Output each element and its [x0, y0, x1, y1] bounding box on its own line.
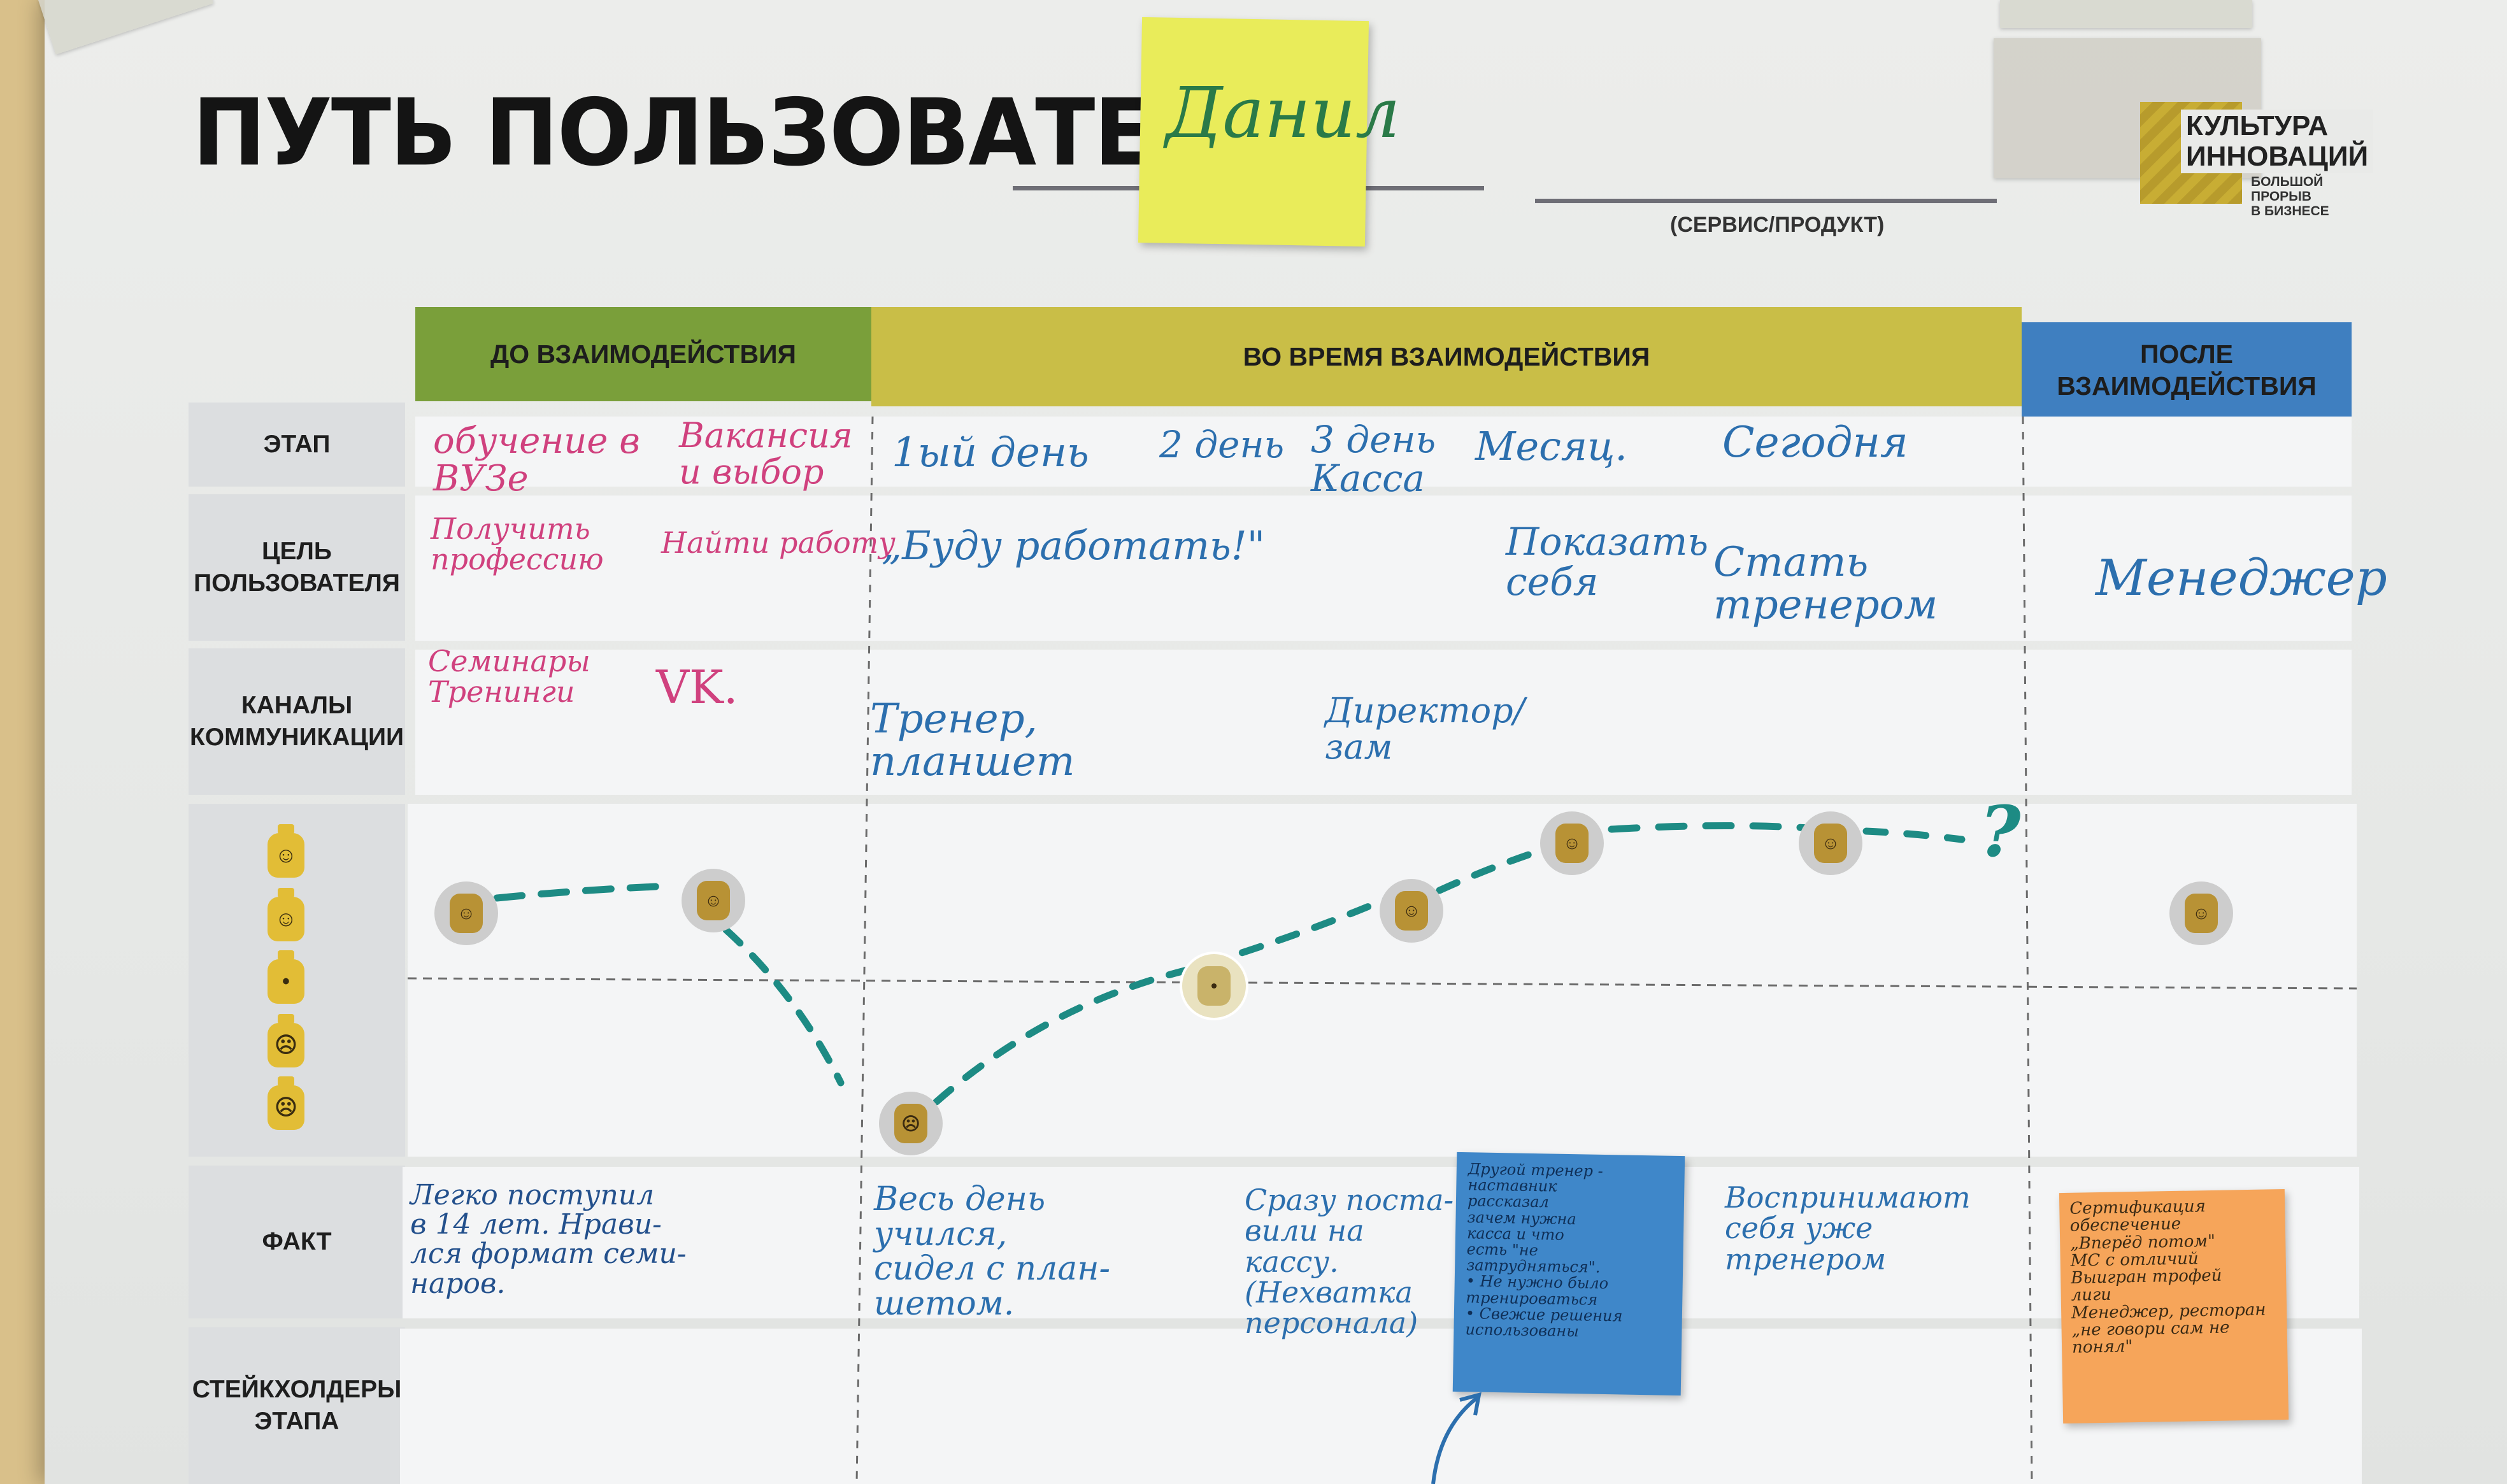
fact-note-1: Легко поступил в 14 лет. Нрави- лся форм… [410, 1179, 687, 1300]
row-goal-cells [415, 496, 2352, 641]
row-stakeholder-cells [400, 1329, 2362, 1484]
phase-during: ВО ВРЕМЯ ВЗАИМОДЕЙСТВИЯ [871, 307, 2022, 406]
sticky-note-orange-text: Сертификация обеспечение „Вперёд потом" … [2069, 1197, 2266, 1358]
channel-note-4: Директор/ зам [1325, 690, 1525, 767]
page-title: ПУТЬ ПОЛЬЗОВАТЕЛЯ [192, 78, 1292, 187]
emotion-scale-angry-icon: ☹ [268, 1076, 304, 1130]
logo-title: КУЛЬТУРА ИННОВАЦИЙ [2181, 110, 2374, 173]
sticky-note-blue: Другой тренер - наставник рассказал заче… [1452, 1152, 1685, 1396]
service-caption: (СЕРВИС/ПРОДУКТ) [1670, 213, 1885, 237]
emotion-point-6: ☺ [1540, 811, 1604, 875]
row-label-fact: ФАКТ [189, 1166, 405, 1318]
row-label-stakeholders: СТЕЙКХОЛДЕРЫ ЭТАПА [189, 1327, 405, 1484]
emotion-point-7: ☺ [1799, 811, 1862, 875]
fact-note-2: Весь день учился, сидел с план- шетом. [874, 1180, 1111, 1323]
emotion-point-4: • [1180, 952, 1248, 1020]
stage-note-6: Месяц. [1475, 423, 1627, 469]
emotion-scale-happy-icon: ☺ [268, 888, 304, 941]
sticky-note-orange: Сертификация обеспечение „Вперёд потом" … [2059, 1188, 2289, 1424]
stage-note-2: Вакансия и выбор [679, 415, 853, 492]
fact-note-3: Сразу поста- вили на кассу. (Нехватка пе… [1245, 1183, 1454, 1341]
arrow-up-icon [1431, 1392, 1482, 1484]
fact-note-4: Воспринимают себя уже тренером [1725, 1180, 1971, 1276]
logo-subtitle: БОЛЬШОЙ ПРОРЫВ В БИЗНЕСЕ [2251, 175, 2329, 218]
emotion-point-3: ☹ [879, 1092, 943, 1155]
goal-note-3: „Буду работать!" [882, 522, 1266, 569]
row-stage-cells [415, 417, 2352, 487]
sticky-note-blue-text: Другой тренер - наставник рассказал заче… [1465, 1160, 1623, 1341]
phase-before: ДО ВЗАИМОДЕЙСТВИЯ [415, 307, 871, 401]
goal-note-6: Менеджер [2096, 550, 2387, 607]
goal-note-2: Найти работу [661, 525, 896, 560]
stage-note-1: обучение в ВУЗе [433, 420, 640, 499]
stage-note-3: 1ый день [892, 429, 1089, 476]
goal-note-1: Получить профессию [431, 511, 604, 577]
goal-note-4: Показать себя [1506, 520, 1709, 604]
emotion-scale-sad-icon: ☹ [268, 1014, 304, 1067]
user-name-text: Данил [1166, 72, 1401, 153]
emotion-scale-neutral-icon: • [268, 950, 304, 1004]
stage-note-5: 3 день Касса [1311, 418, 1436, 500]
emotion-point-1: ☺ [434, 881, 498, 945]
goal-note-5: Стать тренером [1713, 539, 1938, 629]
row-fact-cells [403, 1167, 2359, 1318]
row-label-channels: КАНАЛЫ КОММУНИКАЦИИ [189, 648, 405, 795]
question-mark: ? [1980, 790, 2021, 873]
row-label-stage: ЭТАП [189, 403, 405, 487]
channel-note-1: Семинары Тренинги [428, 644, 590, 710]
tape-top-right [2000, 0, 2252, 28]
emotion-point-8: ☺ [2169, 881, 2233, 945]
phase-after: ПОСЛЕ ВЗАИМОДЕЙСТВИЯ [2022, 322, 2352, 418]
channel-note-2: VK. [656, 660, 738, 714]
emotion-scale-very-happy-icon: ☺ [268, 824, 304, 878]
stage-note-7: Сегодня [1722, 418, 1908, 467]
emotion-point-2: ☺ [682, 869, 745, 932]
stage-note-4: 2 день [1159, 423, 1285, 466]
service-line [1535, 199, 1997, 203]
row-channel-cells [415, 650, 2352, 795]
channel-note-3: Тренер, планшет [870, 696, 1075, 786]
emotion-point-5: ☺ [1380, 879, 1443, 943]
row-label-goal: ЦЕЛЬ ПОЛЬЗОВАТЕЛЯ [189, 494, 405, 641]
